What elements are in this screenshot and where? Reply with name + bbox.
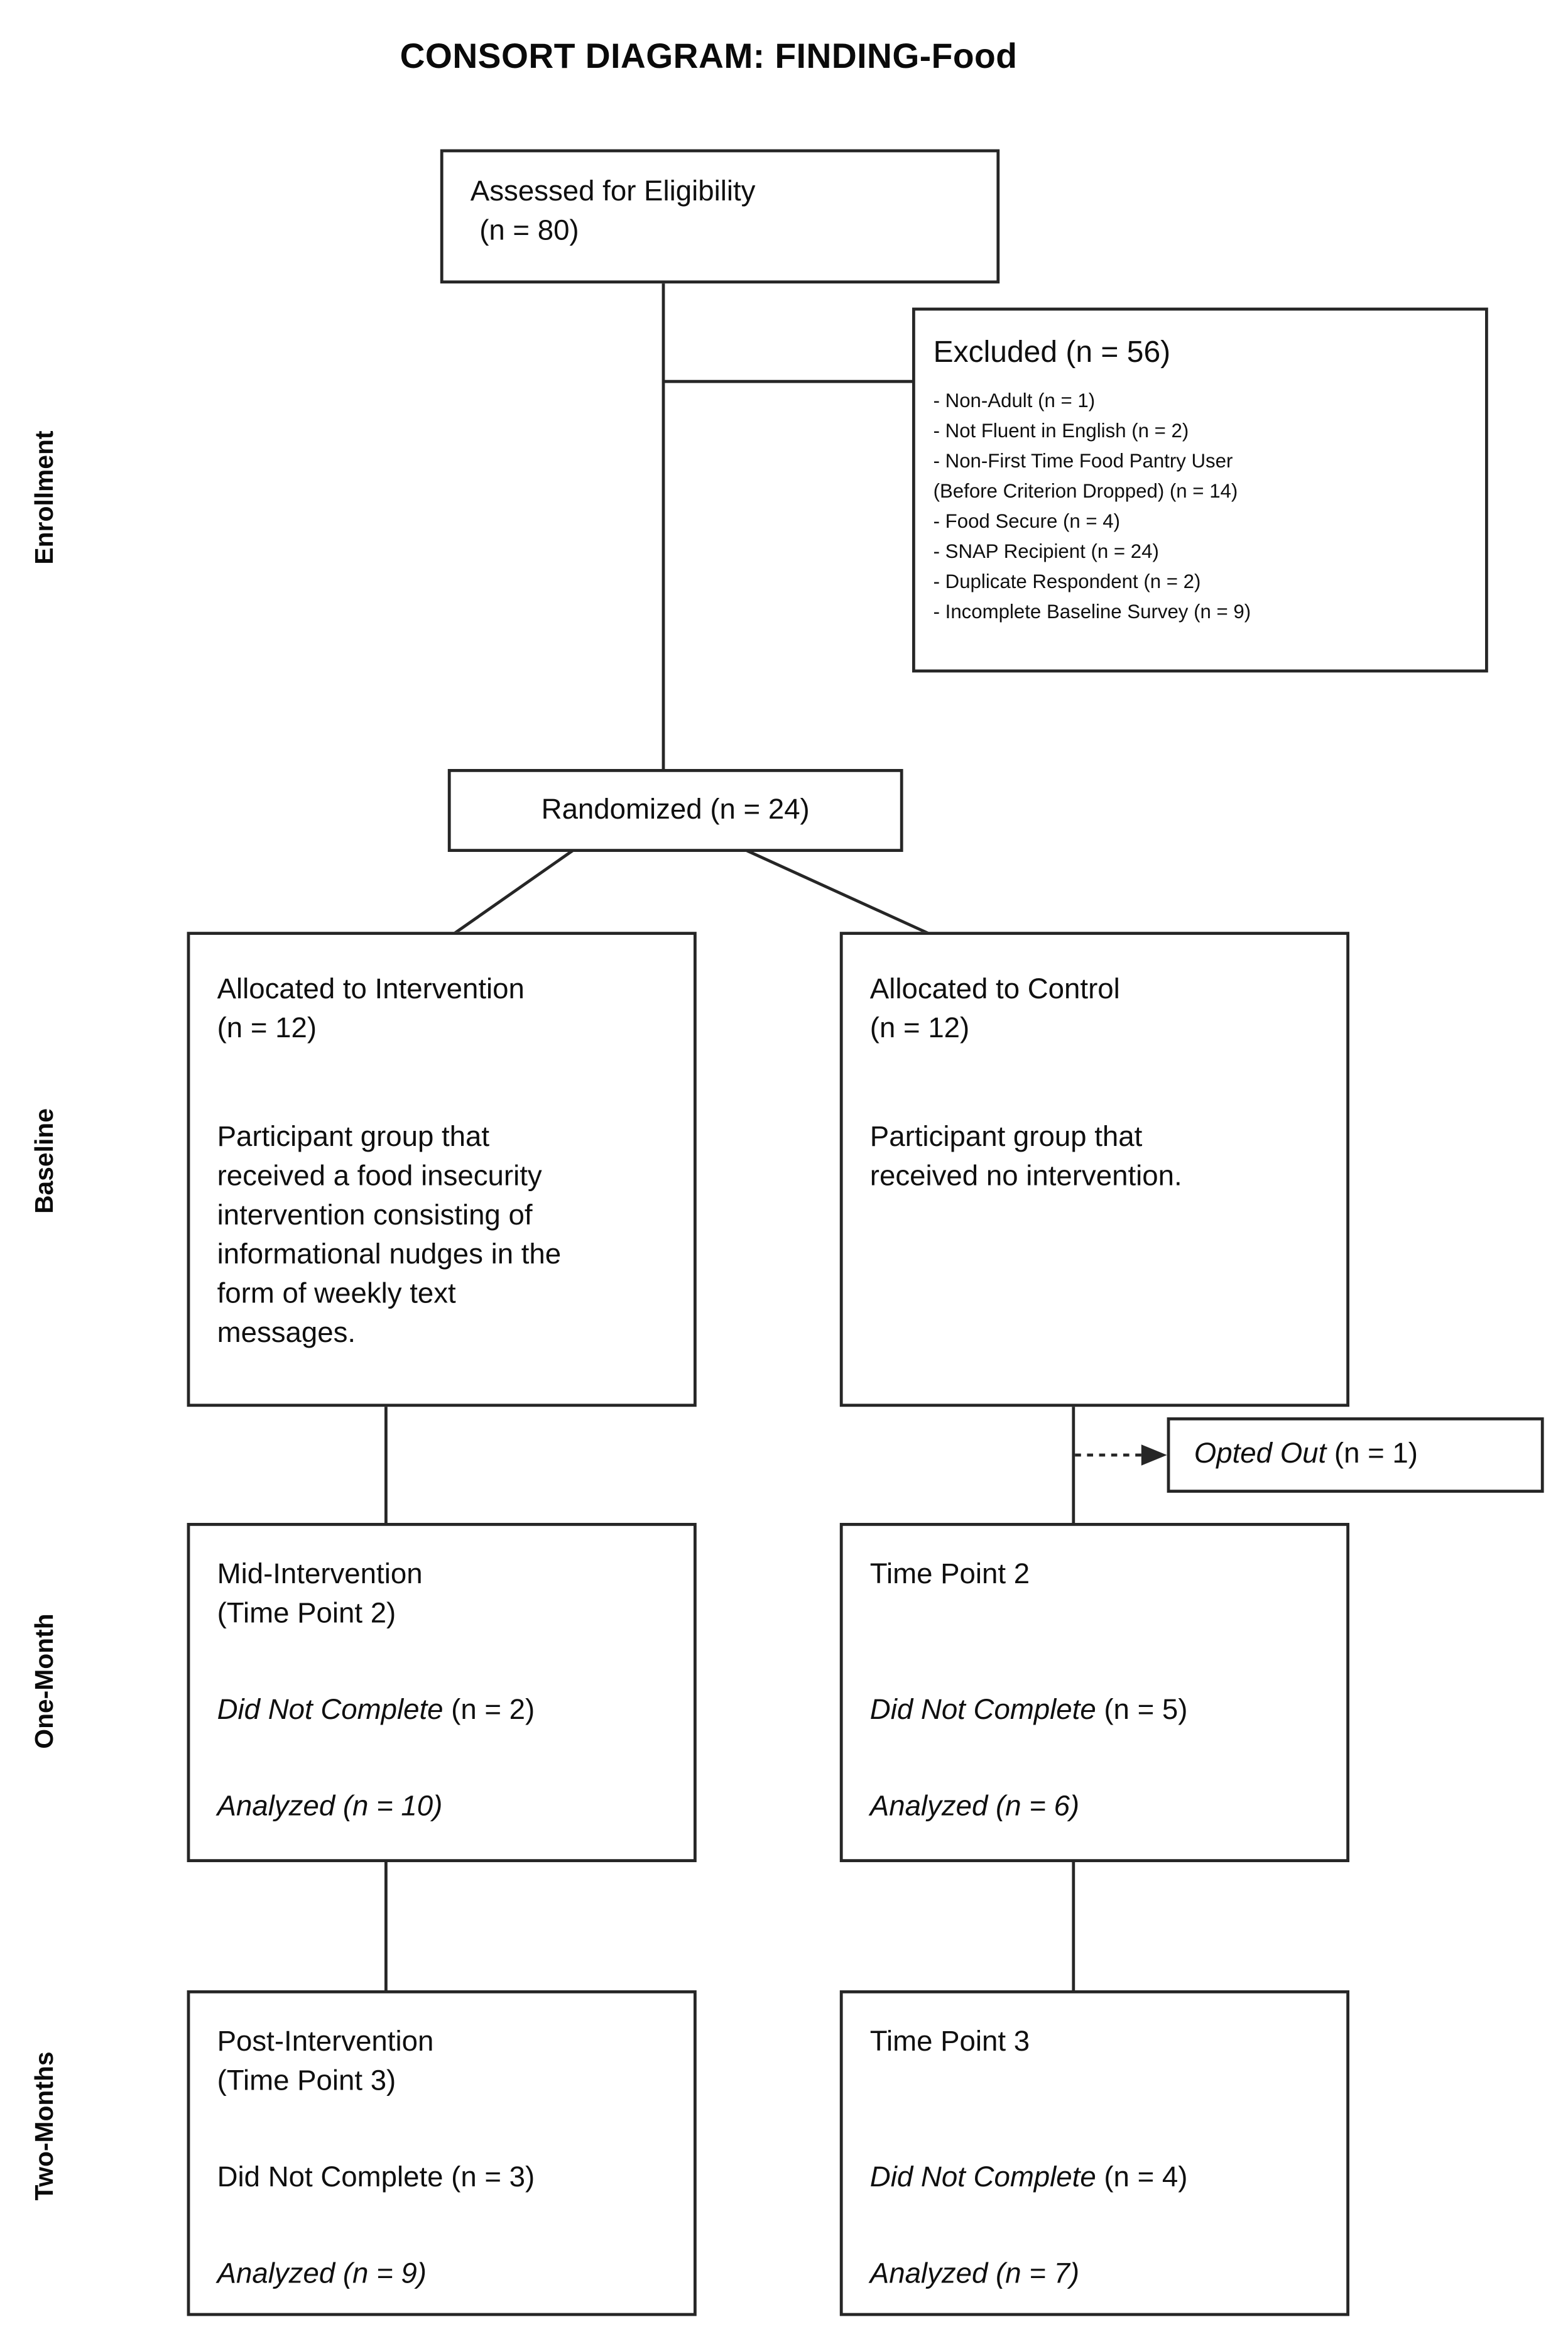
excluded-item: - Food Secure (n = 4) bbox=[933, 510, 1121, 533]
opted-out-box: Opted Out (n = 1) bbox=[1167, 1417, 1544, 1493]
row-label-one-month: One-Month bbox=[30, 1613, 59, 1749]
optout-arrowhead bbox=[1141, 1444, 1167, 1466]
excluded-item: - Incomplete Baseline Survey (n = 9) bbox=[933, 600, 1251, 623]
excluded-item: - Non-First Time Food Pantry User bbox=[933, 449, 1233, 472]
intervention-title: Allocated to Intervention bbox=[217, 974, 525, 1006]
mid-intervention-did-not-complete: Did Not Complete (n = 2) bbox=[217, 1694, 535, 1726]
post-intervention-subtitle: (Time Point 3) bbox=[217, 2066, 396, 2098]
row-label-two-months: Two-Months bbox=[30, 2051, 59, 2201]
post-intervention-title: Post-Intervention bbox=[217, 2026, 434, 2059]
post-intervention-did-not-complete: Did Not Complete (n = 3) bbox=[217, 2162, 535, 2195]
time-point-2-did-not-complete: Did Not Complete (n = 5) bbox=[869, 1694, 1188, 1726]
excluded-item: - SNAP Recipient (n = 24) bbox=[933, 540, 1159, 563]
post-intervention-box: Post-Intervention (Time Point 3) Did Not… bbox=[187, 1990, 697, 2316]
time-point-3-did-not-complete: Did Not Complete (n = 4) bbox=[869, 2162, 1188, 2195]
excluded-item-list: - Non-Adult (n = 1) - Not Fluent in Engl… bbox=[934, 386, 1470, 627]
connector-randomized-to-intervention bbox=[451, 849, 574, 936]
intervention-description: Participant group that received a food i… bbox=[217, 1121, 562, 1349]
intervention-n: (n = 12) bbox=[217, 1013, 317, 1045]
control-title: Allocated to Control bbox=[869, 974, 1120, 1006]
time-point-2-analyzed: Analyzed (n = 6) bbox=[869, 1791, 1080, 1823]
post-intervention-analyzed: Analyzed (n = 9) bbox=[217, 2259, 427, 2291]
time-point-2-title: Time Point 2 bbox=[869, 1559, 1030, 1591]
time-point-2-box: Time Point 2 Did Not Complete (n = 5) An… bbox=[839, 1523, 1349, 1862]
allocated-control-box: Allocated to Control (n = 12) Participan… bbox=[839, 932, 1349, 1407]
randomized-label: Randomized (n = 24) bbox=[541, 793, 810, 826]
opted-out-n: (n = 1) bbox=[1334, 1438, 1418, 1470]
excluded-item: - Non-Adult (n = 1) bbox=[933, 389, 1096, 412]
opted-out-label: Opted Out bbox=[1194, 1438, 1327, 1470]
assessed-n: (n = 80) bbox=[479, 215, 579, 248]
excluded-item: - Not Fluent in English (n = 2) bbox=[933, 419, 1189, 442]
mid-intervention-analyzed: Analyzed (n = 10) bbox=[217, 1791, 443, 1823]
excluded-item: - Duplicate Respondent (n = 2) bbox=[933, 570, 1201, 593]
assessed-line1: Assessed for Eligibility bbox=[470, 176, 756, 209]
mid-intervention-title: Mid-Intervention bbox=[217, 1559, 423, 1591]
connector-randomized-to-control bbox=[746, 849, 933, 937]
allocated-intervention-box: Allocated to Intervention (n = 12) Parti… bbox=[187, 932, 697, 1407]
row-label-enrollment: Enrollment bbox=[30, 430, 59, 565]
time-point-3-analyzed: Analyzed (n = 7) bbox=[869, 2259, 1080, 2291]
randomized-box: Randomized (n = 24) bbox=[447, 769, 903, 852]
control-n: (n = 12) bbox=[869, 1013, 970, 1045]
mid-intervention-box: Mid-Intervention (Time Point 2) Did Not … bbox=[187, 1523, 697, 1862]
excluded-item-continuation: (Before Criterion Dropped) (n = 14) bbox=[933, 479, 1238, 503]
control-description: Participant group that received no inter… bbox=[869, 1121, 1182, 1193]
excluded-box: Excluded (n = 56) - Non-Adult (n = 1) - … bbox=[912, 307, 1488, 673]
page-title: CONSORT DIAGRAM: FINDING-Food bbox=[400, 36, 1018, 76]
time-point-3-box: Time Point 3 Did Not Complete (n = 4) An… bbox=[839, 1990, 1349, 2316]
time-point-3-title: Time Point 3 bbox=[869, 2026, 1030, 2059]
row-label-baseline: Baseline bbox=[30, 1108, 59, 1214]
assessed-box: Assessed for Eligibility (n = 80) bbox=[440, 149, 1000, 284]
excluded-header: Excluded (n = 56) bbox=[933, 336, 1171, 369]
mid-intervention-subtitle: (Time Point 2) bbox=[217, 1598, 396, 1630]
